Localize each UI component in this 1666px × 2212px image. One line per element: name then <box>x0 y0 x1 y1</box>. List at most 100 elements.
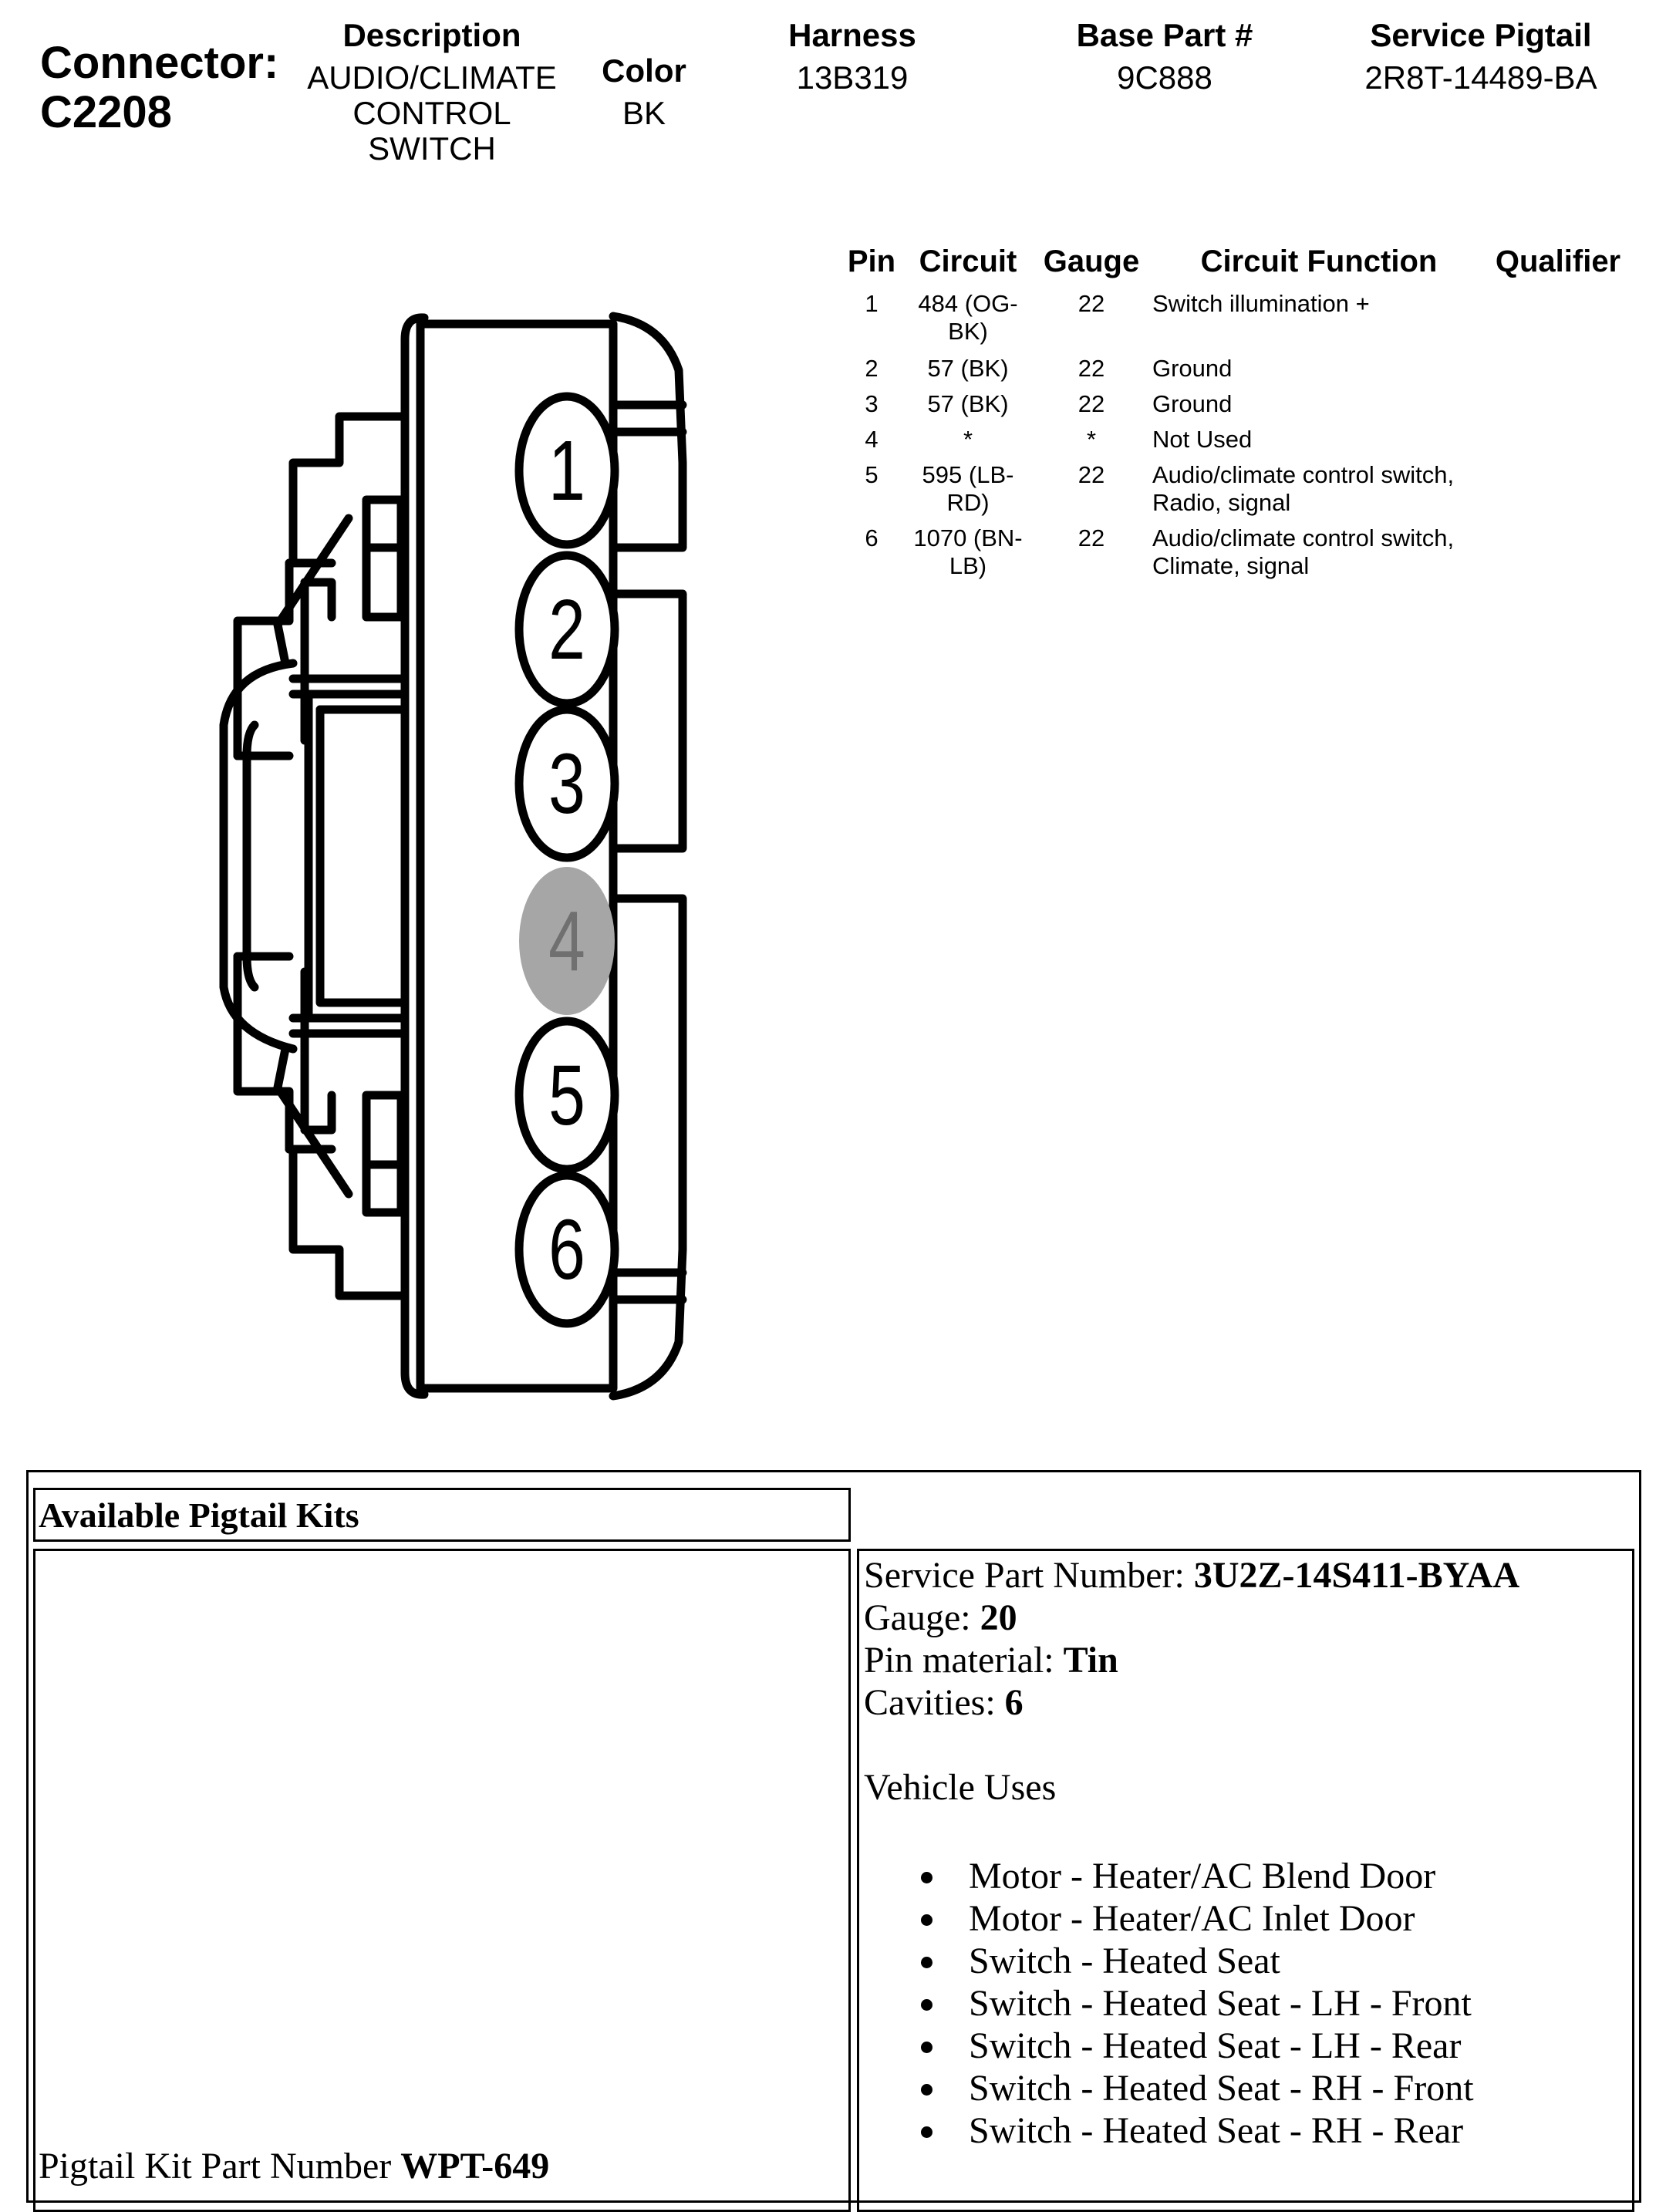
vehicle-use-text: Motor - Heater/AC Inlet Door <box>969 1898 1415 1939</box>
function-line: Switch illumination + <box>1152 290 1370 317</box>
pin-circle <box>514 705 619 862</box>
vehicle-use-item: Switch - Heated Seat - RH - Rear <box>921 2109 1519 2152</box>
function-cell: Audio/climate control switch,Radio, sign… <box>1152 461 1499 517</box>
pin-material-line: Pin material: Tin <box>864 1639 1519 1681</box>
function-line: Not Used <box>1152 426 1253 453</box>
circuit-line: 595 (LB- <box>922 461 1014 488</box>
harness-column: Harness 13B319 <box>748 17 956 96</box>
pin-material-label: Pin material: <box>864 1640 1064 1681</box>
vehicle-uses-label: Vehicle Uses <box>864 1767 1057 1808</box>
pin-circle <box>514 1171 619 1328</box>
vehicle-use-item: Switch - Heated Seat - LH - Rear <box>921 2025 1519 2067</box>
vehicle-use-text: Switch - Heated Seat <box>969 1941 1280 1981</box>
service-pigtail-label: Service Pigtail <box>1370 17 1592 53</box>
color-value: BK <box>622 95 666 131</box>
pin-number-label: 6 <box>548 1202 585 1297</box>
bullet-icon <box>921 1999 932 2011</box>
gauge-cell: 22 <box>1078 355 1105 382</box>
cavities-line: Cavities: 6 <box>864 1681 1519 1724</box>
pigtail-details: Service Part Number: 3U2Z-14S411-BYAA Ga… <box>864 1554 1519 2152</box>
connector-title: Connector: C2208 <box>40 39 278 137</box>
function-line: Audio/climate control switch, <box>1152 524 1455 551</box>
pigtail-section: Available Pigtail Kits Pigtail Kit Part … <box>26 1470 1641 2212</box>
color-column: Color BK <box>586 52 702 131</box>
pin-cavity-2: 2 <box>514 551 619 708</box>
pin-circle <box>514 392 619 549</box>
function-line: Ground <box>1152 390 1233 417</box>
pin-number: 6 <box>865 524 879 551</box>
gauge-cell: * <box>1086 426 1097 453</box>
description-line: SWITCH <box>368 130 496 167</box>
service-pigtail-value: 2R8T-14489-BA <box>1364 59 1597 96</box>
pin-number: 5 <box>865 461 879 488</box>
circuit-header: Circuit <box>919 244 1017 278</box>
pin-number-label: 4 <box>548 894 585 989</box>
vehicle-use-text: Switch - Heated Seat - LH - Front <box>969 1983 1472 2024</box>
function-cell: Ground <box>1152 355 1499 383</box>
pin-number-label: 5 <box>548 1048 585 1143</box>
gauge-label: Gauge: <box>864 1597 980 1638</box>
function-cell: Audio/climate control switch,Climate, si… <box>1152 524 1499 580</box>
vehicle-use-item: Switch - Heated Seat - RH - Front <box>921 2067 1519 2109</box>
circuit-line: 1070 (BN- <box>913 524 1023 551</box>
circuit-cell: * <box>902 426 1034 454</box>
pin-number-label: 2 <box>548 582 585 677</box>
function-line: Ground <box>1152 355 1233 382</box>
bullet-icon <box>921 1914 932 1926</box>
circuit-line: RD) <box>946 489 990 516</box>
pin-cavity-3: 3 <box>514 705 619 862</box>
function-cell: Not Used <box>1152 426 1499 454</box>
connector-id: C2208 <box>40 87 172 137</box>
kit-label: Pigtail Kit Part Number <box>39 2146 401 2187</box>
pin-number: 1 <box>865 290 879 317</box>
service-pigtail-column: Service Pigtail 2R8T-14489-BA <box>1327 17 1635 96</box>
base-part-column: Base Part # 9C888 <box>1049 17 1280 96</box>
service-part-label: Service Part Number: <box>864 1555 1194 1596</box>
connector-label: Connector: <box>40 38 279 88</box>
bullet-icon <box>921 1957 932 1968</box>
service-part-line: Service Part Number: 3U2Z-14S411-BYAA <box>864 1554 1519 1597</box>
description-label: Description <box>342 17 521 53</box>
pin-material-value: Tin <box>1063 1640 1118 1681</box>
vehicle-use-item: Motor - Heater/AC Blend Door <box>921 1855 1519 1897</box>
gauge-value: 20 <box>980 1597 1017 1638</box>
pin-number: 4 <box>865 426 879 453</box>
circuit-cell: 57 (BK) <box>902 355 1034 383</box>
description-line: AUDIO/CLIMATE <box>307 59 557 96</box>
bullet-icon <box>921 2126 932 2138</box>
pigtail-kit-part-number: Pigtail Kit Part Number WPT-649 <box>39 2145 549 2187</box>
pin-cavity-1: 1 <box>514 392 619 549</box>
kit-value: WPT-649 <box>400 2146 550 2187</box>
circuit-line: 57 (BK) <box>927 355 1009 382</box>
pin-cavity-5: 5 <box>514 1017 619 1174</box>
vehicle-use-item: Switch - Heated Seat - LH - Front <box>921 1982 1519 2025</box>
gauge-cell: 22 <box>1078 461 1105 488</box>
gauge-header: Gauge <box>1043 244 1140 278</box>
circuit-function-header: Circuit Function <box>1200 244 1438 278</box>
connector-body-outline <box>219 312 687 1401</box>
cavities-value: 6 <box>1004 1682 1024 1723</box>
circuit-line: 57 (BK) <box>927 390 1009 417</box>
gauge-cell: 22 <box>1078 524 1105 551</box>
base-part-value: 9C888 <box>1117 59 1212 96</box>
gauge-cell: 22 <box>1078 390 1105 417</box>
cavities-label: Cavities: <box>864 1682 1005 1723</box>
description-column: Description AUDIO/CLIMATE CONTROL SWITCH <box>293 17 571 167</box>
vehicle-use-item: Motor - Heater/AC Inlet Door <box>921 1897 1519 1940</box>
pin-number: 2 <box>865 355 879 382</box>
connector-diagram: 1 2 3 4 5 6 <box>219 312 687 1401</box>
circuit-line: * <box>963 426 973 453</box>
pin-circle <box>514 1017 619 1174</box>
bullet-icon <box>921 2084 932 2096</box>
circuit-line: LB) <box>949 552 987 579</box>
pin-number-label: 1 <box>548 423 585 518</box>
circuit-cell: 484 (OG-BK) <box>902 290 1034 346</box>
pin-number-label: 3 <box>548 737 585 831</box>
pin-circle <box>514 551 619 708</box>
vehicle-use-text: Switch - Heated Seat - RH - Front <box>969 2068 1474 2109</box>
circuit-line: BK) <box>948 318 988 345</box>
pin-cavities: 1 2 3 4 5 6 <box>514 392 619 1328</box>
service-part-value: 3U2Z-14S411-BYAA <box>1193 1555 1520 1596</box>
harness-label: Harness <box>788 17 916 53</box>
pigtail-image-cell: Pigtail Kit Part Number WPT-649 <box>33 1549 851 2212</box>
